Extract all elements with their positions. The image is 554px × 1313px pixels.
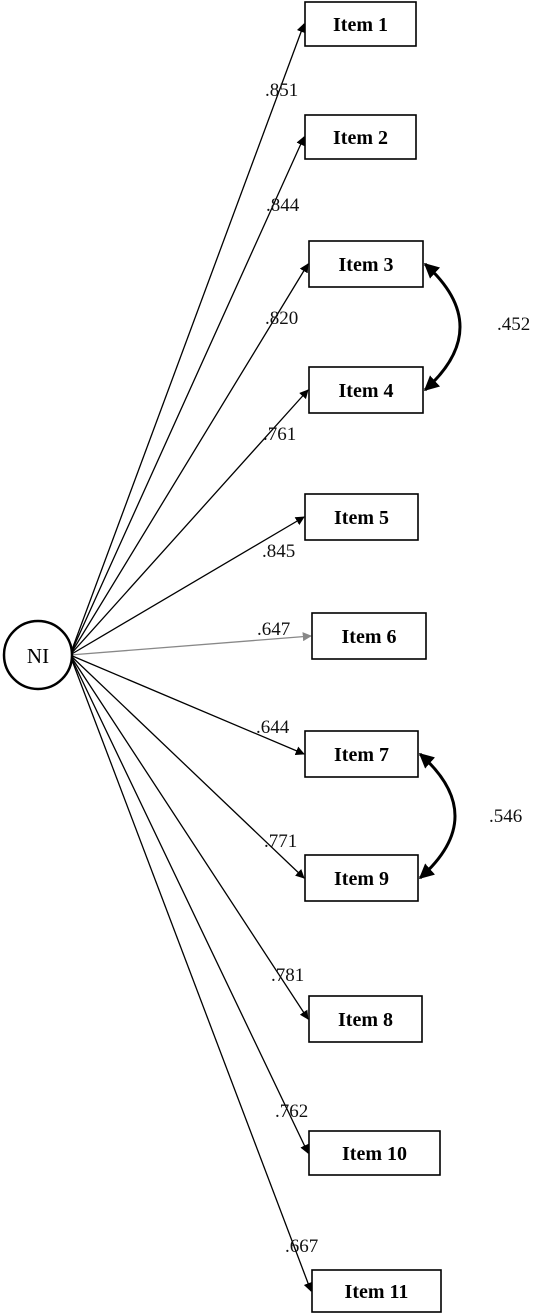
item-label: Item 2 [333,127,388,149]
item-box [304,1,417,47]
covariance-arrow [418,752,457,880]
item-label: Item 6 [342,626,397,648]
item-box [304,114,417,160]
item-box [304,730,419,778]
loading-label: .844 [266,195,300,216]
path-arrow-item-9 [69,654,309,1020]
item-box [308,1130,441,1176]
path-arrow-item-2 [69,136,305,656]
loading-label: .851 [265,80,298,101]
item-label: Item 11 [345,1281,409,1303]
latent-label: NI [27,644,49,668]
item-box [311,1269,442,1313]
item-box [304,493,419,541]
loading-label: .644 [256,717,290,738]
item-label: Item 5 [334,507,389,529]
path-arrow-item-7 [69,654,305,755]
item-box [308,240,424,288]
item-label: Item 3 [339,254,394,276]
covariance-label: .452 [497,314,530,335]
item-label: Item 4 [339,380,394,402]
loading-label: .667 [285,1236,318,1257]
path-arrow-item-1 [69,23,306,656]
path-arrow-item-8 [69,654,305,879]
path-arrow-item-11 [69,654,313,1292]
item-label: Item 9 [334,868,389,890]
item-label: Item 7 [334,744,389,766]
loading-label: .820 [265,308,298,329]
item-label: Item 8 [338,1009,393,1031]
item-label: Item 1 [333,14,388,36]
path-arrow-item-4 [69,389,309,656]
path-arrow-item-5 [69,516,305,656]
covariance-arrow [423,262,462,392]
loading-label: .762 [275,1101,308,1122]
loading-label: .781 [271,965,304,986]
item-box [308,995,423,1043]
loading-label: .761 [263,424,296,445]
covariance-label: .546 [489,806,522,827]
path-arrow-item-3 [69,263,309,656]
item-box [311,612,427,660]
latent-variable [2,619,74,691]
item-box [308,366,424,414]
path-arrow-item-10 [69,654,309,1154]
item-box [304,854,419,902]
loading-label: .845 [262,541,295,562]
path-arrow-item-6 [69,632,312,656]
loading-label: .647 [257,619,290,640]
loading-label: .771 [264,831,297,852]
item-label: Item 10 [342,1143,407,1165]
